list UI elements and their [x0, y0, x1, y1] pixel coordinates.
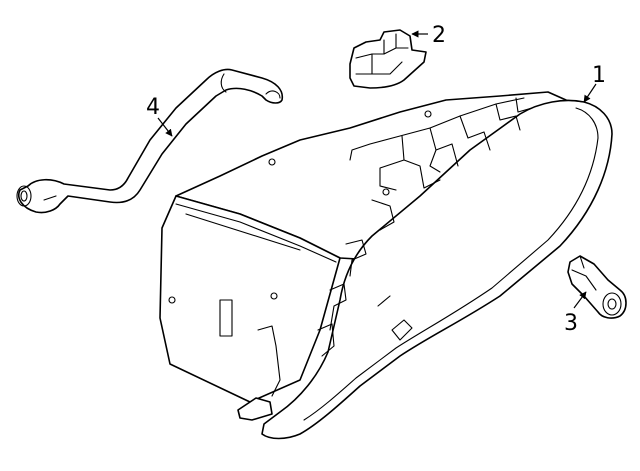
callout-label-4: 4 — [146, 95, 160, 120]
leader-3 — [573, 291, 587, 309]
part-2-latch — [349, 29, 427, 89]
callout-label-2: 2 — [432, 23, 446, 48]
leader-1 — [583, 83, 597, 103]
callout-leaders — [157, 30, 597, 309]
part-3-bushing — [567, 255, 627, 319]
callout-label-3: 3 — [564, 311, 578, 336]
part-1-glove-box — [159, 91, 613, 440]
leader-4 — [157, 117, 173, 137]
part-4-hose — [16, 68, 284, 214]
callout-label-1: 1 — [592, 63, 606, 88]
